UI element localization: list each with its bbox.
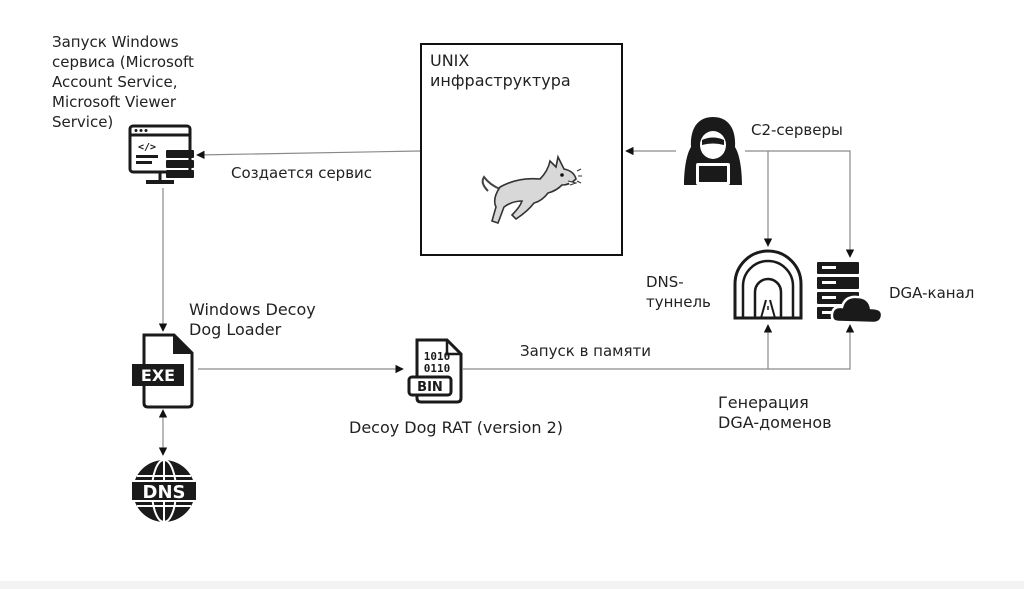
bottom-strip bbox=[0, 581, 1024, 589]
dns-tunnel-label: DNS- туннель bbox=[646, 273, 711, 311]
bin-row-mid: 0110 bbox=[424, 362, 451, 375]
service-launch-label: Запуск Windows сервиса (Microsoft Accoun… bbox=[52, 33, 194, 131]
bin-label: BIN bbox=[417, 380, 443, 395]
binary-file-icon: 1010 0110 BIN bbox=[407, 338, 463, 404]
arrow-c2-to-dga-channel bbox=[768, 150, 855, 258]
hacker-icon bbox=[684, 117, 742, 185]
unix-infrastructure-label: UNIX инфраструктура bbox=[430, 51, 571, 90]
rat-label: Decoy Dog RAT (version 2) bbox=[349, 418, 564, 437]
arrow-unix-to-service bbox=[196, 150, 421, 160]
bin-row-top: 1010 bbox=[424, 350, 451, 363]
loader-label: Windows Decoy Dog Loader bbox=[189, 300, 316, 339]
unix-infrastructure-box: UNIX инфраструктура bbox=[420, 43, 623, 256]
server-cloud-icon bbox=[817, 262, 884, 325]
computer-code-icon: </> bbox=[128, 124, 194, 184]
svg-text:</>: </> bbox=[138, 142, 156, 153]
dns-icon-label: DNS bbox=[143, 482, 186, 503]
c2-servers-label: C2-серверы bbox=[751, 121, 843, 139]
dga-generation-label: Генерация DGA-доменов bbox=[718, 393, 832, 432]
service-created-label: Создается сервис bbox=[231, 164, 373, 182]
memory-launch-label: Запуск в памяти bbox=[520, 342, 652, 360]
dns-globe-icon: DNS bbox=[131, 459, 197, 523]
arrow-c2-to-dns-tunnel bbox=[745, 150, 773, 247]
arrow-rat-to-dga-channel bbox=[768, 324, 855, 370]
exe-file-icon: EXE bbox=[132, 333, 194, 409]
dog-mascot-icon bbox=[481, 154, 582, 225]
dga-channel-label: DGA-канал bbox=[889, 284, 975, 302]
tunnel-icon bbox=[733, 249, 803, 320]
exe-label: EXE bbox=[141, 366, 175, 385]
